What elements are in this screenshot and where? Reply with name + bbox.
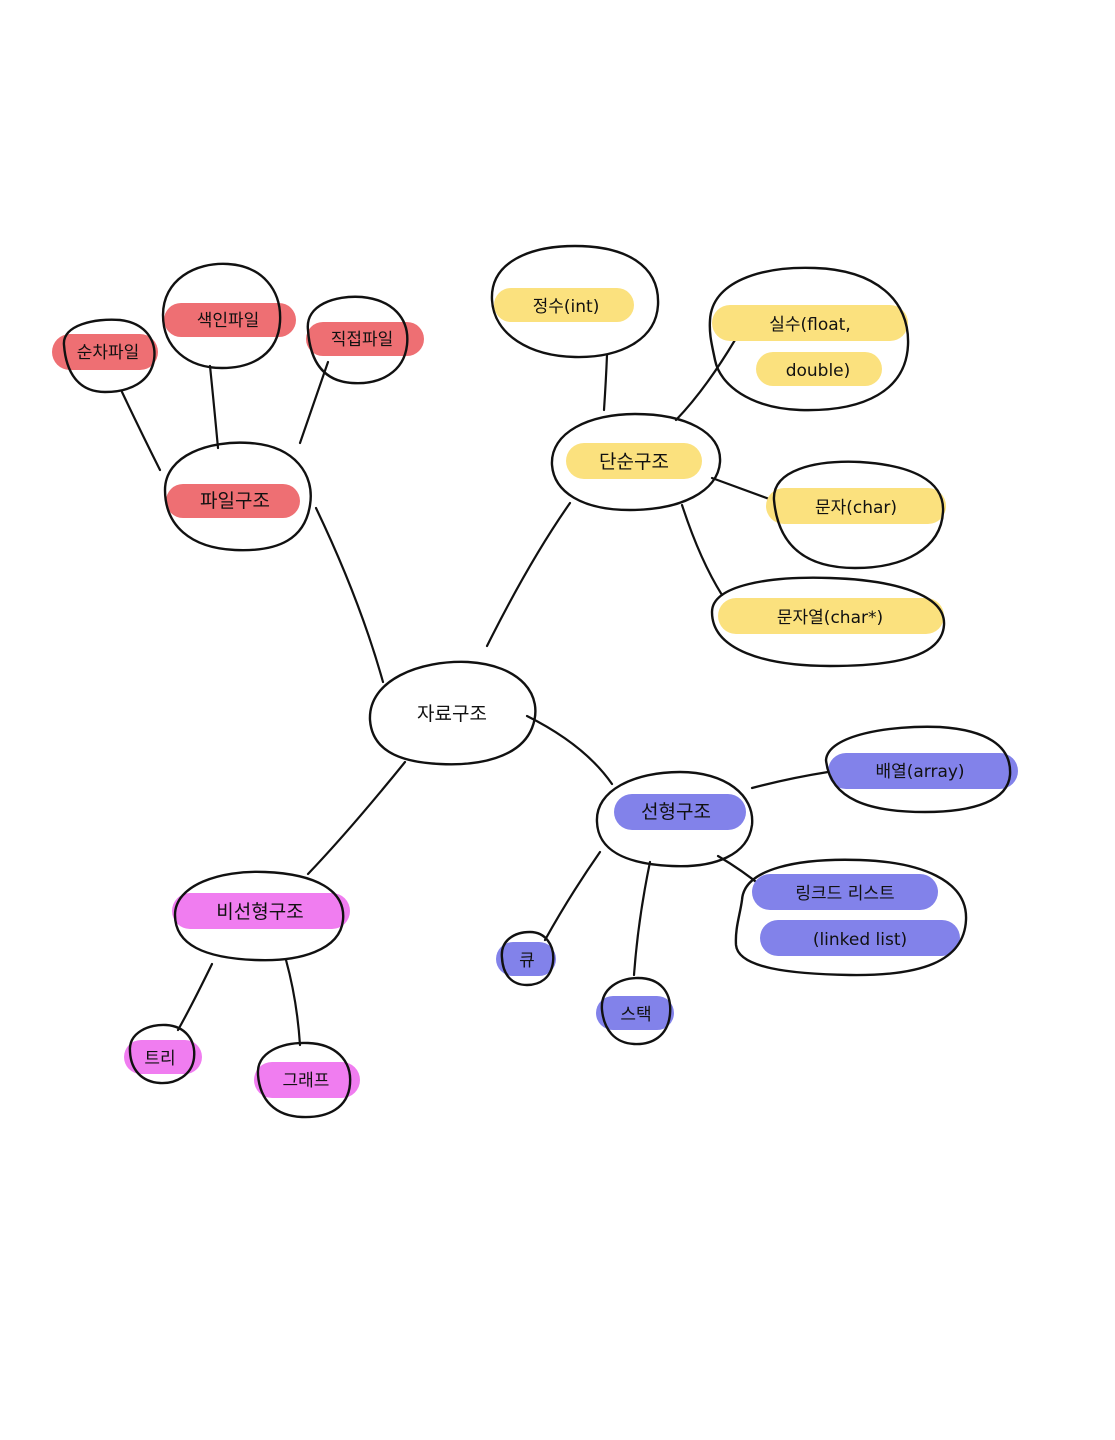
node-linked-list: 링크드 리스트 (linked list) (734, 858, 968, 977)
edges (120, 338, 830, 1047)
edge-file-sequential (120, 390, 162, 472)
node-label-nonlinear-structure: 비선형구조 (216, 901, 303, 923)
node-char: 문자(char) (766, 460, 946, 570)
edge-simple-float (674, 338, 737, 422)
node-label-string: 문자열(char*) (777, 608, 883, 628)
highlight-stroke (596, 996, 674, 1030)
group-linear-structure: 선형구조 배열(array) 링크드 리스트 (linked list) 큐 스… (496, 725, 1018, 1046)
node-label-double: double) (786, 361, 851, 381)
node-outline (256, 1041, 352, 1119)
highlight-stroke (164, 303, 296, 337)
highlight-stroke (614, 794, 746, 830)
node-label-int: 정수(int) (533, 297, 600, 317)
edge-root-file (314, 506, 385, 684)
edge-nonlinear-graph (284, 958, 302, 1047)
node-label-stack: 스택 (620, 1005, 651, 1025)
node-index-file: 색인파일 (161, 262, 296, 370)
node-label-tree: 트리 (144, 1049, 175, 1069)
node-string: 문자열(char*) (710, 576, 946, 668)
edge-linear-queue (543, 850, 602, 942)
node-outline (490, 244, 660, 359)
node-label-float: 실수(float, (769, 315, 851, 335)
highlight-stroke (254, 1062, 360, 1098)
highlight-stroke (52, 334, 158, 370)
node-label-index-file: 색인파일 (197, 311, 260, 331)
node-outline (128, 1023, 196, 1085)
node-label-linked-list-en: (linked list) (813, 930, 907, 950)
node-outline (772, 460, 945, 570)
node-outline (62, 318, 156, 394)
edge-linear-stack (632, 860, 652, 977)
highlight-stroke (828, 753, 1018, 789)
highlight-stroke (756, 352, 882, 386)
node-queue: 큐 (496, 930, 556, 987)
node-int: 정수(int) (490, 244, 660, 359)
node-label-array: 배열(array) (875, 762, 964, 782)
node-outline (600, 976, 672, 1046)
edge-root-nonlinear (306, 760, 407, 876)
highlight-stroke (752, 874, 938, 910)
group-nonlinear-structure: 비선형구조 트리 그래프 (124, 870, 360, 1119)
highlight-stroke (166, 484, 300, 518)
highlight-stroke (124, 1040, 202, 1074)
node-label-direct-file: 직접파일 (331, 330, 394, 350)
highlight-stroke (766, 488, 946, 524)
highlight-stroke (566, 443, 702, 479)
edge-root-linear (525, 714, 614, 786)
node-direct-file: 직접파일 (306, 295, 424, 385)
edge-simple-int (602, 353, 609, 412)
node-label-root: 자료구조 (417, 703, 487, 725)
node-label-file-structure: 파일구조 (200, 490, 270, 512)
node-nonlinear-structure: 비선형구조 (172, 870, 350, 962)
node-label-graph: 그래프 (283, 1071, 330, 1091)
node-label-sequential-file: 순차파일 (77, 343, 140, 363)
highlight-stroke (306, 322, 424, 356)
node-label-linked-list: 링크드 리스트 (795, 884, 894, 904)
node-outline (163, 441, 312, 552)
highlight-stroke (718, 598, 944, 634)
node-outline (595, 770, 754, 868)
edge-file-index (208, 364, 220, 450)
highlight-stroke (712, 305, 908, 341)
edge-nonlinear-tree (176, 962, 214, 1032)
node-file-structure: 파일구조 (163, 441, 312, 552)
group-simple-structure: 단순구조 정수(int) 실수(float, double) 문자(char) … (490, 244, 946, 668)
highlight-stroke (496, 942, 556, 976)
node-label-simple-structure: 단순구조 (599, 451, 669, 473)
node-outline (824, 725, 1012, 814)
node-label-queue: 큐 (519, 951, 535, 971)
group-file-structure: 파일구조 순차파일 색인파일 직접파일 (52, 262, 424, 552)
edge-root-simple (485, 501, 572, 648)
node-outline (734, 858, 968, 977)
node-array: 배열(array) (824, 725, 1018, 814)
node-root: 자료구조 (368, 660, 537, 766)
node-label-linear-structure: 선형구조 (641, 801, 711, 823)
node-outline (500, 930, 555, 987)
highlight-stroke (172, 893, 350, 929)
node-label-char: 문자(char) (815, 498, 897, 518)
highlight-stroke (494, 288, 634, 322)
node-outline (708, 266, 910, 412)
node-outline (161, 262, 282, 370)
node-simple-structure: 단순구조 (550, 412, 722, 512)
node-outline (306, 295, 409, 385)
node-graph: 그래프 (254, 1041, 360, 1119)
node-sequential-file: 순차파일 (52, 318, 158, 394)
node-float-double: 실수(float, double) (708, 266, 910, 412)
node-outline (550, 412, 722, 512)
node-outline (710, 576, 946, 668)
edge-linear-array (750, 770, 830, 790)
node-stack: 스택 (596, 976, 674, 1046)
edge-simple-char (710, 476, 774, 502)
node-tree: 트리 (124, 1023, 202, 1085)
edge-file-direct (298, 360, 330, 445)
node-outline (173, 870, 345, 962)
node-linear-structure: 선형구조 (595, 770, 754, 868)
edge-simple-string (680, 503, 724, 597)
node-outline (368, 660, 537, 766)
highlight-stroke (760, 920, 960, 956)
